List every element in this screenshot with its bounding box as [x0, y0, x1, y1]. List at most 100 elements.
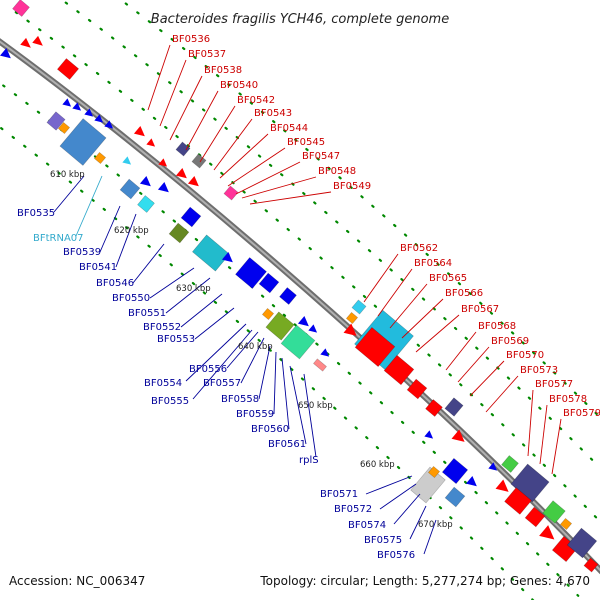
gene-label-trna[interactable]: BFtRNA07	[33, 233, 84, 244]
gene-box	[175, 141, 191, 157]
gene-label-upper[interactable]: BF0536	[172, 34, 210, 45]
gene-label-upper[interactable]: BF0562	[400, 243, 438, 254]
gene-label-lower[interactable]: BF0552	[143, 322, 181, 333]
scale-label: 610 kbp	[50, 170, 85, 180]
gene-box	[235, 257, 267, 289]
gene-box	[265, 311, 295, 341]
gene-label-lower[interactable]: BF0551	[128, 308, 166, 319]
leader-upper	[377, 268, 413, 317]
gene-label-lower[interactable]: BF0571	[320, 489, 358, 500]
gene-label-lower[interactable]: BF0539	[63, 247, 101, 258]
gene-arrow	[451, 429, 465, 442]
leader-upper	[485, 375, 519, 413]
gene-label-upper[interactable]: BF0569	[491, 336, 529, 347]
gene-label-lower[interactable]: BF0561	[268, 439, 306, 450]
leader-lower	[115, 213, 137, 268]
gene-box	[57, 121, 71, 135]
gene-label-lower[interactable]: BF0553	[157, 334, 195, 345]
gene-arrow	[297, 315, 309, 327]
gene-label-upper[interactable]: BF0548	[318, 166, 356, 177]
gene-label-lower[interactable]: BF0550	[112, 293, 150, 304]
gene-label-lower[interactable]: BF0535	[17, 208, 55, 219]
gene-arrow	[495, 479, 509, 492]
leader-lower	[393, 493, 421, 525]
leader-lower	[165, 277, 211, 314]
gene-arrow	[62, 98, 72, 107]
upper-gene-labels: BF0536 BF0537 BF0538 BF0540 BF0542 BF054…	[172, 34, 600, 419]
leader-lower	[281, 357, 290, 430]
gene-label-upper[interactable]: BF0542	[237, 95, 275, 106]
gene-label-upper[interactable]: BF0566	[445, 288, 483, 299]
gene-box	[258, 272, 280, 294]
gene-label-upper[interactable]: BF0540	[220, 80, 258, 91]
gene-box	[501, 455, 519, 473]
gene-box	[583, 557, 599, 573]
topology-text: Topology: circular; Length: 5,277,274 bp…	[259, 574, 590, 588]
leader-lower	[226, 331, 259, 369]
leader-upper	[159, 59, 187, 127]
gene-label-upper[interactable]: BF0545	[287, 137, 325, 148]
leader-upper	[539, 404, 548, 465]
gene-label-lower[interactable]: BF0560	[251, 424, 289, 435]
leader-lower	[180, 293, 223, 328]
leader-lower	[409, 505, 427, 540]
scale-label: 640 kbp	[238, 342, 273, 352]
label-leader-lines	[53, 44, 562, 555]
gene-label-upper[interactable]: BF0567	[461, 304, 499, 315]
gene-box	[59, 118, 107, 166]
leader-upper	[241, 176, 317, 199]
gene-label-lower[interactable]: BF0559	[236, 409, 274, 420]
leader-upper	[445, 331, 477, 371]
gene-label-lower[interactable]: BF0554	[144, 378, 182, 389]
gene-label-upper[interactable]: BF0549	[333, 181, 371, 192]
gene-label-upper[interactable]: BF0537	[188, 49, 226, 60]
leader-upper	[469, 360, 505, 397]
gene-label-lower[interactable]: BF0555	[151, 396, 189, 407]
gene-label-upper[interactable]: BF0538	[204, 65, 242, 76]
genome-backbone	[0, 38, 600, 575]
leader-lower	[194, 307, 235, 340]
leader-lower	[132, 243, 165, 284]
gene-arrow	[84, 108, 94, 117]
leader-lower	[99, 205, 121, 253]
leader-upper	[249, 191, 332, 205]
gene-label-upper[interactable]: BF0579	[563, 408, 600, 419]
gene-box	[180, 206, 202, 228]
gene-label-lower[interactable]: rplS	[299, 455, 319, 466]
leader-lower	[240, 337, 265, 384]
gene-label-upper[interactable]: BF0564	[414, 258, 452, 269]
leader-upper	[169, 75, 203, 141]
gene-box	[504, 487, 532, 515]
leader-lower	[258, 345, 271, 400]
gene-label-upper[interactable]: BF0568	[478, 321, 516, 332]
gene-box	[427, 465, 441, 479]
leader-upper	[389, 283, 428, 329]
gene-label-lower[interactable]: BF0546	[96, 278, 134, 289]
leader-lower	[423, 519, 437, 555]
gene-arrow	[488, 462, 498, 471]
gene-label-upper[interactable]: BF0547	[302, 151, 340, 162]
gene-label-upper[interactable]: BF0578	[549, 394, 587, 405]
gene-label-lower[interactable]: BF0558	[221, 394, 259, 405]
accession-text: Accession: NC_006347	[9, 574, 145, 588]
gene-box	[223, 185, 239, 201]
gene-label-lower[interactable]: BF0574	[348, 520, 386, 531]
gene-label-upper[interactable]: BF0577	[535, 379, 573, 390]
leader-upper	[227, 147, 286, 187]
gene-label-upper[interactable]: BF0573	[520, 365, 558, 376]
gene-arrow	[221, 251, 233, 263]
gene-label-upper[interactable]: BF0565	[429, 273, 467, 284]
gene-label-upper[interactable]: BF0543	[254, 108, 292, 119]
tick-dot-line	[60, 0, 600, 470]
gene-label-lower[interactable]: BF0572	[334, 504, 372, 515]
gene-label-lower[interactable]: BF0556	[189, 364, 227, 375]
gene-box	[137, 195, 155, 213]
gene-label-lower[interactable]: BF0541	[79, 262, 117, 273]
gene-label-lower[interactable]: BF0575	[364, 535, 402, 546]
gene-label-lower[interactable]: BF0576	[377, 550, 415, 561]
gene-label-lower[interactable]: BF0557	[203, 378, 241, 389]
gene-label-upper[interactable]: BF0570	[506, 350, 544, 361]
gene-box	[261, 307, 275, 321]
gene-box	[93, 151, 107, 165]
gene-label-upper[interactable]: BF0544	[270, 123, 308, 134]
